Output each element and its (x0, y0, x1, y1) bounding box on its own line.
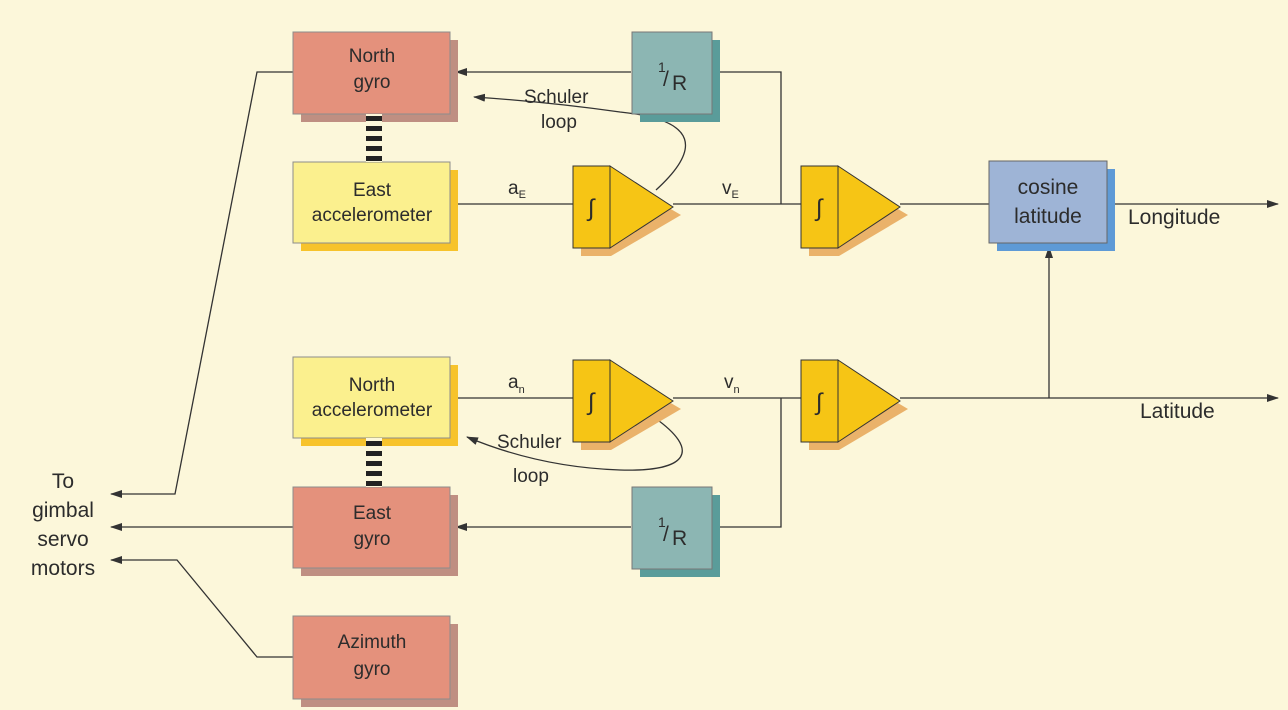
inverse-radius-slash: / (663, 68, 669, 91)
north-accelerometer-label-line1: North (349, 375, 395, 396)
east-accelerometer-label-line2: accelerometer (312, 205, 433, 226)
integral-symbol: ∫ (586, 195, 596, 222)
east-accelerometer-block: East accelerometer (292, 161, 458, 251)
accelerometer-gyro-coupling-bottom (366, 438, 382, 487)
inverse-radius-numerator: 1 (658, 59, 666, 75)
inverse-radius-slash: / (663, 523, 669, 546)
schuler-loop-top-line1: Schuler (524, 87, 589, 108)
east-gyro-label-line1: East (353, 503, 392, 524)
gimbal-label-line4: motors (31, 557, 95, 580)
azimuth-gyro-label-line2: gyro (354, 659, 391, 680)
east-gyro-label-line2: gyro (354, 529, 391, 550)
north-gyro-label-line1: North (349, 46, 395, 67)
gimbal-label-line3: servo (37, 528, 88, 551)
inverse-radius-block-bottom: 1 / R (631, 486, 720, 577)
schuler-loop-bottom-line1: Schuler (497, 432, 562, 453)
integrator-bottom-2: ∫ (800, 359, 908, 450)
cosine-latitude-label-line1: cosine (1018, 176, 1079, 199)
signal-v-north: vn (724, 372, 740, 396)
cosine-latitude-block: cosine latitude (988, 160, 1115, 251)
gimbal-servo-motors-label: To gimbal servo motors (31, 470, 95, 580)
azimuth-gyro-block: Azimuth gyro (292, 615, 458, 707)
longitude-output-label: Longitude (1128, 206, 1220, 229)
integral-symbol: ∫ (814, 195, 824, 222)
signal-a-north: an (508, 372, 525, 396)
signal-a-east: aE (508, 178, 526, 201)
integrator-top-2: ∫ (800, 165, 908, 256)
latitude-output-label: Latitude (1140, 400, 1215, 423)
gyro-accelerometer-coupling-top (366, 114, 382, 162)
inverse-radius-denominator: R (672, 72, 687, 95)
east-gyro-block: East gyro (292, 486, 458, 576)
schuler-loop-top-line2: loop (541, 112, 577, 133)
north-gyro-label-line2: gyro (354, 72, 391, 93)
cosine-latitude-label-line2: latitude (1014, 205, 1082, 228)
integral-symbol: ∫ (586, 389, 596, 416)
inverse-radius-numerator: 1 (658, 514, 666, 530)
connection-lines (110, 68, 1279, 658)
schuler-loop-bottom-line2: loop (513, 466, 549, 487)
north-accelerometer-block: North accelerometer (292, 356, 458, 446)
signal-v-east: vE (722, 178, 739, 201)
azimuth-gyro-label-line1: Azimuth (338, 632, 407, 653)
north-gyro-block: North gyro (292, 31, 458, 122)
east-accelerometer-label-line1: East (353, 180, 392, 201)
integrator-bottom-1: ∫ (572, 359, 681, 450)
integrator-top-1: ∫ (572, 165, 681, 256)
gimbal-label-line2: gimbal (32, 499, 94, 522)
integral-symbol: ∫ (814, 389, 824, 416)
inverse-radius-block-top: 1 / R (631, 31, 720, 122)
inverse-radius-denominator: R (672, 527, 687, 550)
gimbal-label-line1: To (52, 470, 74, 493)
north-accelerometer-label-line2: accelerometer (312, 400, 433, 421)
